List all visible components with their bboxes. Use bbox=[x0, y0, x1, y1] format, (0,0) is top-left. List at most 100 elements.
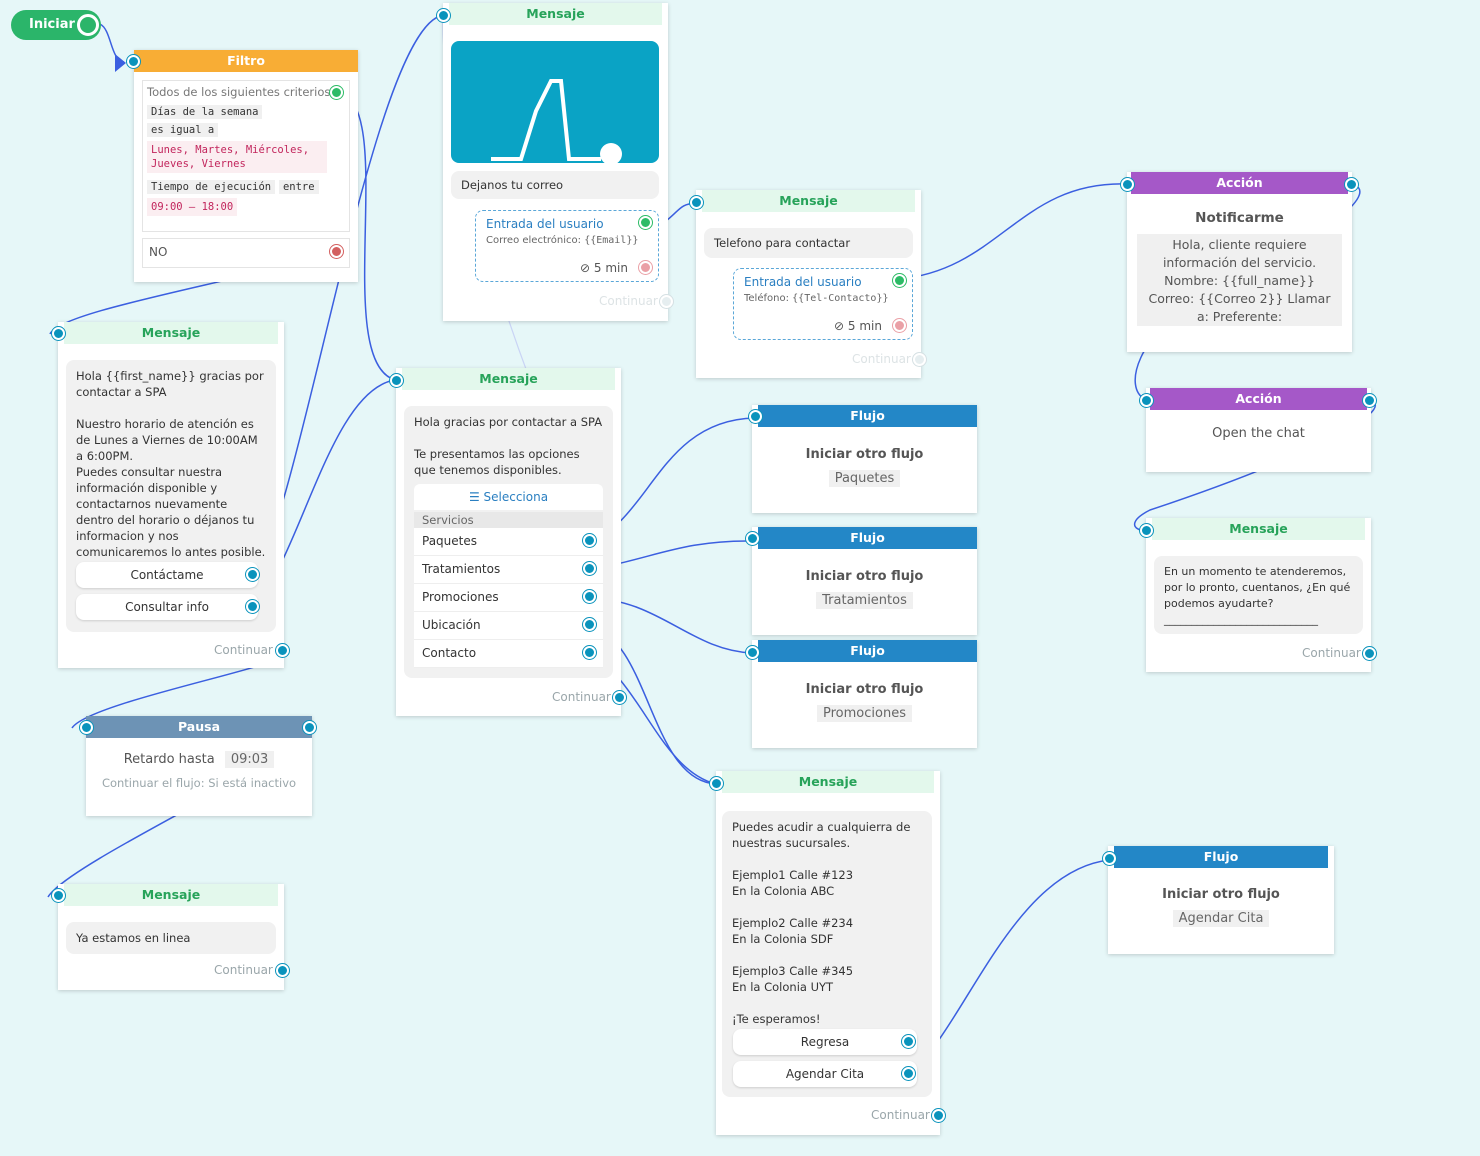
regresa-port[interactable] bbox=[902, 1035, 915, 1048]
user-input-var: {{Email}} bbox=[584, 235, 639, 246]
message-node-5[interactable]: Mensaje Telefono para contactar Entrada … bbox=[690, 190, 926, 378]
filter-no-box: NO bbox=[142, 238, 350, 268]
option-port[interactable] bbox=[583, 534, 596, 547]
agendar-cita-port[interactable] bbox=[902, 1067, 915, 1080]
action-1-header: Acción bbox=[1131, 172, 1348, 194]
pause-node[interactable]: Pausa Retardo hasta 09:03 Continuar el f… bbox=[80, 716, 316, 816]
message-4-continue[interactable]: Continuar bbox=[552, 690, 611, 704]
filter-input-port[interactable] bbox=[127, 55, 140, 68]
action-2-output-port[interactable] bbox=[1363, 394, 1376, 407]
message-node-3[interactable]: Mensaje Dejanos tu correo Entrada del us… bbox=[437, 3, 673, 321]
message-3-input-success-port[interactable] bbox=[639, 216, 652, 229]
filter-no-port[interactable] bbox=[330, 245, 343, 258]
message-6-text: Puedes acudir a cualquierra de nuestras … bbox=[732, 820, 911, 1026]
action-node-open-chat[interactable]: Acción Open the chat bbox=[1140, 388, 1376, 472]
action-node-notificarme[interactable]: Acción Notificarme Hola, cliente requier… bbox=[1121, 172, 1358, 352]
message-5-user-input[interactable]: Entrada del usuario Teléfono: {{Tel-Cont… bbox=[733, 268, 913, 340]
message-5-input-success-port[interactable] bbox=[893, 274, 906, 287]
message-5-continue-port[interactable] bbox=[913, 353, 926, 366]
action-1-input-port[interactable] bbox=[1121, 178, 1134, 191]
option-item[interactable]: Contacto bbox=[414, 640, 603, 668]
message-1-continue-port[interactable] bbox=[276, 644, 289, 657]
message-5-timeout-port[interactable] bbox=[893, 319, 906, 332]
message-2-input-port[interactable] bbox=[52, 889, 65, 902]
message-node-1[interactable]: Mensaje Hola {{first_name}} gracias por … bbox=[52, 322, 289, 668]
action-2-input-port[interactable] bbox=[1140, 394, 1153, 407]
option-label: Contacto bbox=[422, 646, 477, 660]
message-3-text: Dejanos tu correo bbox=[451, 171, 659, 199]
option-item[interactable]: Ubicación bbox=[414, 612, 603, 640]
option-port[interactable] bbox=[583, 618, 596, 631]
message-node-4[interactable]: Mensaje Hola gracias por contactar a SPA… bbox=[390, 368, 626, 716]
flow-1-input-port[interactable] bbox=[749, 410, 762, 423]
message-3-continue[interactable]: Continuar bbox=[599, 294, 658, 308]
pause-input-port[interactable] bbox=[80, 721, 93, 734]
flow-3-header: Flujo bbox=[758, 640, 977, 662]
message-3-continue-port[interactable] bbox=[660, 295, 673, 308]
filter-header: Filtro bbox=[134, 50, 358, 72]
flow-4-input-port[interactable] bbox=[1103, 852, 1116, 865]
message-1-input-port[interactable] bbox=[52, 327, 65, 340]
flow-node-agendar-cita[interactable]: Flujo Iniciar otro flujo Agendar Cita bbox=[1103, 846, 1334, 954]
filter-criteria-text: Todos de los siguientes criterios: bbox=[147, 85, 335, 99]
option-port[interactable] bbox=[583, 590, 596, 603]
regresa-button[interactable]: Regresa bbox=[733, 1029, 917, 1055]
flow-node-tratamientos[interactable]: Flujo Iniciar otro flujo Tratamientos bbox=[746, 527, 977, 635]
message-2-continue-port[interactable] bbox=[276, 964, 289, 977]
start-label: Iniciar bbox=[29, 17, 75, 32]
message-6-input-port[interactable] bbox=[710, 777, 723, 790]
filter-field: Días de la semana bbox=[147, 105, 263, 119]
contactame-port[interactable] bbox=[246, 568, 259, 581]
message-5-input-port[interactable] bbox=[690, 196, 703, 209]
start-port[interactable] bbox=[77, 14, 99, 36]
message-2-text: Ya estamos en linea bbox=[66, 922, 276, 954]
message-7-continue[interactable]: Continuar bbox=[1302, 646, 1361, 660]
flow-node-promociones[interactable]: Flujo Iniciar otro flujo Promociones bbox=[746, 640, 977, 748]
contactame-button[interactable]: Contáctame bbox=[76, 562, 258, 588]
message-3-timeout-port[interactable] bbox=[639, 261, 652, 274]
message-7-continue-port[interactable] bbox=[1363, 647, 1376, 660]
filter-operator-2: entre bbox=[278, 180, 319, 194]
filter-criteria-box: Todos de los siguientes criterios: Días … bbox=[142, 80, 350, 232]
filter-yes-port[interactable] bbox=[330, 86, 343, 99]
user-input-field: Teléfono: bbox=[744, 293, 789, 304]
consultar-info-port[interactable] bbox=[246, 600, 259, 613]
message-4-text: Hola gracias por contactar a SPA Te pres… bbox=[414, 415, 603, 477]
message-4-input-port[interactable] bbox=[390, 374, 403, 387]
message-4-continue-port[interactable] bbox=[613, 691, 626, 704]
select-menu[interactable]: ☰ Selecciona bbox=[414, 484, 603, 510]
agendar-cita-button[interactable]: Agendar Cita bbox=[733, 1061, 917, 1087]
option-item[interactable]: Tratamientos bbox=[414, 556, 603, 584]
action-1-output-port[interactable] bbox=[1345, 178, 1358, 191]
message-1-continue[interactable]: Continuar bbox=[214, 643, 273, 657]
message-3-input-port[interactable] bbox=[437, 9, 450, 22]
message-1-text: Hola {{first_name}} gracias por contacta… bbox=[76, 369, 266, 559]
action-2-label: Open the chat bbox=[1212, 426, 1305, 441]
option-port[interactable] bbox=[583, 646, 596, 659]
message-node-6[interactable]: Mensaje Puedes acudir a cualquierra de n… bbox=[710, 771, 945, 1135]
user-input-title: Entrada del usuario bbox=[744, 275, 862, 289]
start-node[interactable]: Iniciar bbox=[11, 10, 101, 40]
message-6-continue[interactable]: Continuar bbox=[871, 1108, 930, 1122]
message-node-7[interactable]: Mensaje En un momento te atenderemos, po… bbox=[1140, 518, 1376, 672]
option-item[interactable]: Paquetes bbox=[414, 528, 603, 556]
message-node-2[interactable]: Mensaje Ya estamos en linea Continuar bbox=[52, 884, 289, 990]
option-item[interactable]: Promociones bbox=[414, 584, 603, 612]
option-port[interactable] bbox=[583, 562, 596, 575]
message-2-continue[interactable]: Continuar bbox=[214, 963, 273, 977]
message-6-continue-port[interactable] bbox=[932, 1109, 945, 1122]
message-3-user-input[interactable]: Entrada del usuario Correo electrónico: … bbox=[475, 210, 659, 282]
image-placeholder-icon bbox=[451, 41, 659, 163]
flow-2-label: Iniciar otro flujo bbox=[805, 569, 924, 584]
message-5-continue[interactable]: Continuar bbox=[852, 352, 911, 366]
flow-node-paquetes[interactable]: Flujo Iniciar otro flujo Paquetes bbox=[749, 405, 977, 513]
pause-output-port[interactable] bbox=[303, 721, 316, 734]
flow-3-input-port[interactable] bbox=[746, 646, 759, 659]
option-label: Ubicación bbox=[422, 618, 481, 632]
message-7-input-port[interactable] bbox=[1140, 524, 1153, 537]
action-2-header: Acción bbox=[1150, 388, 1367, 410]
filter-node[interactable]: Filtro Todos de los siguientes criterios… bbox=[127, 50, 358, 282]
message-4-header: Mensaje bbox=[402, 368, 615, 390]
consultar-info-button[interactable]: Consultar info bbox=[76, 594, 258, 620]
flow-2-input-port[interactable] bbox=[746, 532, 759, 545]
